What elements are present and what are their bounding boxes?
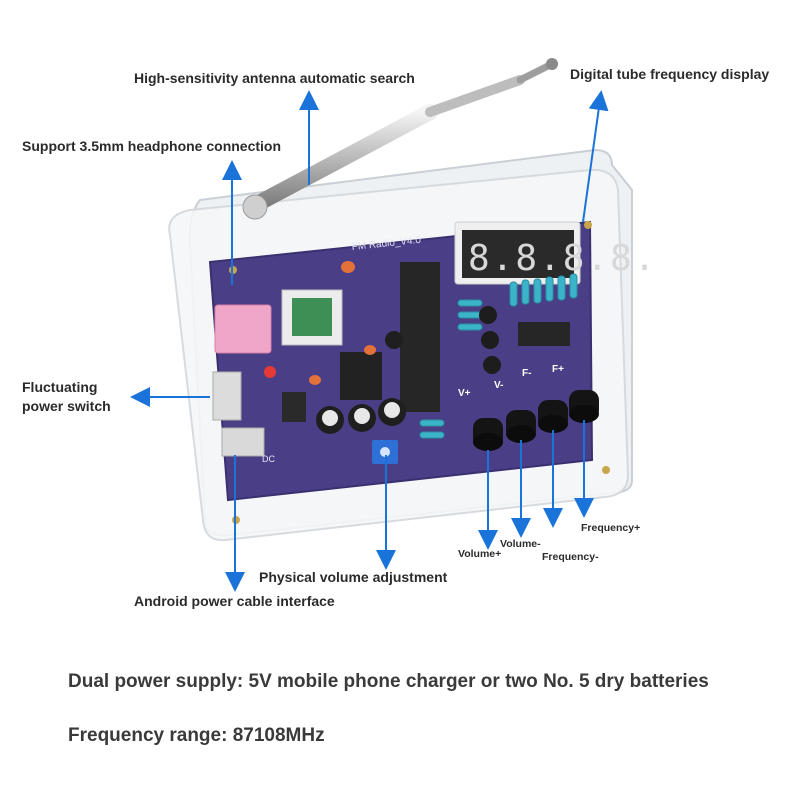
digital-tube-display: 8.8.8.8.	[454, 221, 657, 285]
power-led	[264, 366, 276, 378]
ceramic-capacitor	[341, 261, 355, 273]
transistor	[481, 331, 499, 349]
display-digits: 8.8.8.8.	[468, 238, 657, 279]
callout-power-switch-line1: Fluctuating	[22, 379, 98, 395]
dc-power-jack	[221, 427, 265, 457]
resistor-row	[419, 273, 578, 439]
capacitor-top	[322, 410, 338, 426]
ic-j3	[518, 322, 570, 346]
callout-frequency-plus: Frequency+	[581, 522, 641, 534]
callout-volume-minus: Volume-	[500, 538, 541, 550]
transistor	[483, 356, 501, 374]
capacitor-top	[384, 402, 400, 418]
btn-label-fplus: F+	[552, 364, 564, 375]
spec-frequency-range: Frequency range: 87108MHz	[68, 725, 325, 746]
frequency-plus-button[interactable]	[569, 390, 599, 423]
callout-power-switch: Fluctuating power switch	[22, 378, 111, 416]
volume-minus-button[interactable]	[506, 410, 536, 443]
ceramic-capacitor	[364, 345, 376, 355]
callout-antenna: High-sensitivity antenna automatic searc…	[134, 70, 415, 86]
volume-plus-button[interactable]	[473, 418, 503, 451]
ceramic-capacitor	[309, 375, 321, 385]
transistor	[479, 306, 497, 324]
callout-volume-plus: Volume+	[458, 548, 502, 560]
frequency-minus-button[interactable]	[538, 400, 568, 433]
spec-power-supply: Dual power supply: 5V mobile phone charg…	[68, 671, 709, 692]
telescopic-antenna	[242, 58, 558, 220]
battery-connector	[282, 392, 306, 422]
callout-arrows	[130, 90, 609, 592]
callout-volume-knob: Physical volume adjustment	[259, 569, 448, 585]
callout-power-switch-line2: power switch	[22, 398, 111, 414]
callout-power-cable: Android power cable interface	[134, 593, 335, 609]
capacitor-top	[354, 408, 370, 424]
control-buttons	[473, 390, 599, 451]
microcontroller-chip	[400, 262, 440, 412]
callout-frequency-minus: Frequency-	[542, 551, 599, 563]
capacitor	[385, 331, 403, 349]
fm-module-chip	[292, 298, 332, 336]
callout-display: Digital tube frequency display	[570, 66, 770, 82]
power-switch	[212, 371, 242, 421]
btn-label-vminus: V-	[494, 380, 503, 391]
btn-label-vplus: V+	[458, 388, 471, 399]
display-arrow	[582, 90, 609, 223]
dc-label: DC	[262, 454, 275, 464]
headphone-jack	[214, 304, 272, 354]
pcb-board: FM Radio_V4.0 8.8.8.8.	[208, 220, 657, 502]
potentiometer-screw	[380, 447, 390, 457]
btn-label-fminus: F-	[522, 368, 531, 379]
amplifier-chip	[340, 352, 382, 400]
callout-headphone: Support 3.5mm headphone connection	[22, 138, 282, 154]
